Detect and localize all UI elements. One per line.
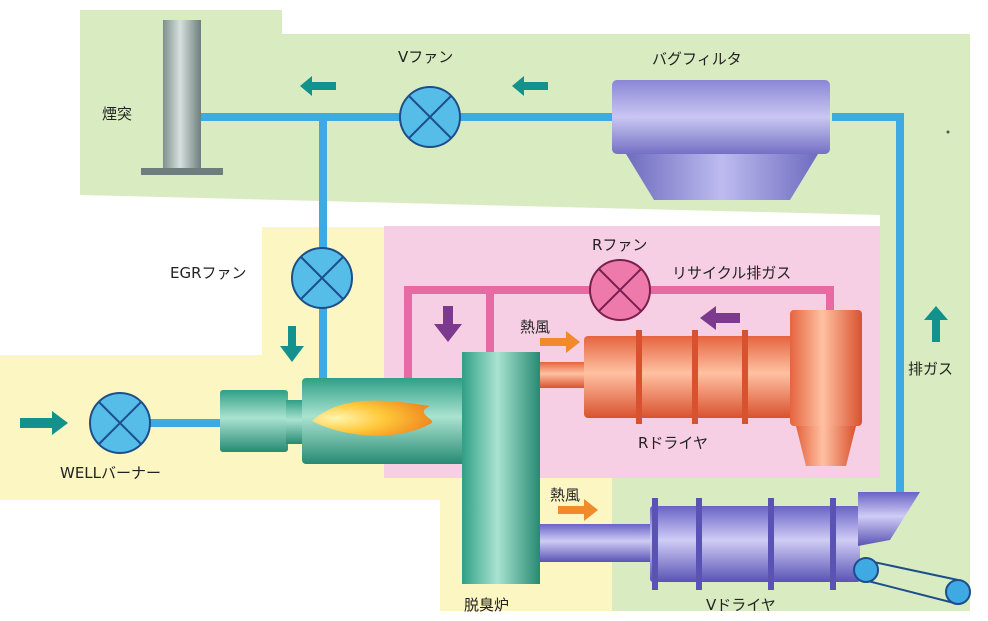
flow-arrow-left-icon [512,76,548,96]
flow-arrow-left-icon [300,76,336,96]
flow-arrow-down-icon [280,326,304,362]
r-dryer-label: Rドライヤ [638,434,708,452]
hot-air-label-bottom: 熱風 [550,486,581,504]
flame-icon [312,400,433,436]
deodorizing-furnace [462,352,540,584]
well-burner-label: WELLバーナー [60,464,162,482]
bag-filter [612,80,830,200]
bag-filter-label: バグフィルタ [652,50,742,68]
recycle-arrow-left-icon [700,306,740,330]
recycle-exhaust-label: リサイクル排ガス [672,264,792,282]
egr-fan-icon [291,247,353,309]
chimney [141,20,223,175]
conveyor [853,557,971,605]
r-dryer [540,310,862,466]
hot-air-label-top: 熱風 [520,318,551,336]
egr-fan-label: EGRファン [170,264,247,282]
chimney-label: 煙突 [102,105,133,123]
well-burner-fan-icon [89,392,151,454]
exhaust-gas-label: 排ガス [908,360,954,378]
hot-air-arrow-right-icon [558,499,598,521]
r-fan-label: Rファン [592,236,648,254]
recycle-arrow-down-icon [434,306,462,342]
dot-marker-icon [946,130,950,134]
v-fan-icon [399,86,461,148]
v-dryer [540,492,920,590]
v-dryer-label: Vドライヤ [706,596,776,614]
well-burner [220,390,304,452]
flow-arrow-right-icon [20,411,68,435]
combustion-chamber [302,378,468,464]
v-fan-label: Vファン [398,48,454,66]
flow-arrow-up-icon [924,306,948,342]
hot-air-arrow-right-icon [540,331,580,353]
r-fan-icon [589,259,651,321]
deodorizing-furnace-label: 脱臭炉 [464,596,510,614]
